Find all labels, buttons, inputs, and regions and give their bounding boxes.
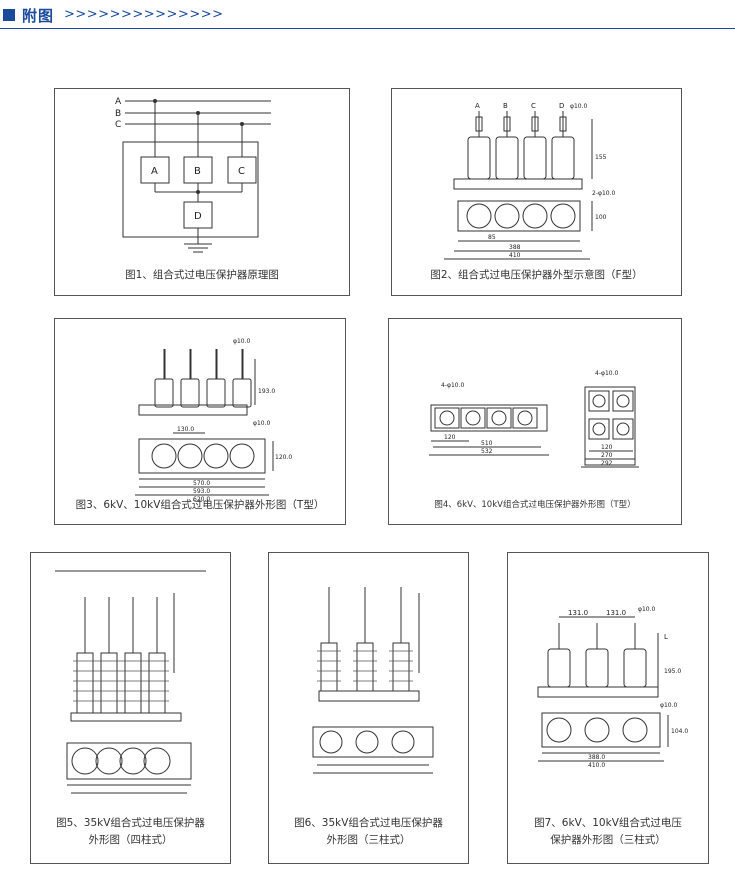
dim-dia: φ10.0 [233,338,251,345]
figure-7-caption-line2: 保护器外形图（三柱式） [550,834,666,846]
dim-height: 155 [595,154,607,161]
figure-5-caption-line1: 图5、35kV组合式过电压保护器 [56,817,205,829]
figure-1-drawing: A B C A B C D [115,97,271,253]
figure-3-drawing: φ10.0 193.0 φ10.0 130.0 120.0 570.0 593.… [135,338,292,503]
dim-len2: 410 [509,252,521,259]
figure-2-outline: A B C D φ10.0 155 2-φ10.0 100 85 388 410… [391,88,682,296]
dim-dia2: 4-φ10.0 [595,370,618,377]
section-header: 附图 >>>>>>>>>>>>>> [0,0,735,34]
dim-pitch: 85 [488,234,496,241]
figure-1-schematic: A B C A B C D 图1、组合式过电压保护器原理图 [54,88,350,296]
dim-len1: 510 [481,440,493,447]
dim-len2: 410.0 [588,762,605,769]
dim-width: 100 [595,214,607,221]
header-square-icon [3,9,15,21]
figure-6-caption-line1: 图6、35kV组合式过电压保护器 [294,817,443,829]
dim-w2: 120 [601,444,613,451]
figure-6-caption-line2: 外形图（三柱式） [326,834,411,846]
dim-pitch2: 131.0 [606,609,626,617]
header-divider [0,28,735,29]
dim-width: 120.0 [275,454,292,461]
dim-a: A [475,102,480,110]
figure-7-caption-line1: 图7、6kV、10kV组合式过电压 [534,817,682,829]
dim-len1: 388.0 [588,754,605,761]
dim-c: C [531,102,536,110]
figure-7-outline: 131.0 131.0 φ10.0 L 195.0 φ10.0 104.0 38… [507,552,709,864]
dim-len3: 270 [601,452,613,459]
line-b-label: B [115,109,121,119]
figure-4-outline: 4-φ10.0 120 510 532 4-φ10.0 120 270 292 … [388,318,682,525]
figure-3-outline: φ10.0 193.0 φ10.0 130.0 120.0 570.0 593.… [54,318,346,525]
dim-l: L [664,633,668,641]
dim-pitch: 130.0 [177,426,194,433]
dim-len4: 292 [601,460,613,467]
box-c-label: C [238,166,245,177]
dim-len2: 532 [481,448,493,455]
dim-len1: 388 [509,244,521,251]
section-title: 附图 [22,7,55,25]
dim-b: B [503,102,508,110]
dim-d: D [559,102,564,110]
figure-5-outline: 图5、35kV组合式过电压保护器 外形图（四柱式） [30,552,231,864]
figure-4-caption: 图4、6kV、10kV组合式过电压保护器外形图（T型） [434,500,636,510]
dim-len2: 593.0 [193,488,210,495]
dim-dia1: 4-φ10.0 [441,382,464,389]
figure-6-drawing [312,587,434,774]
figure-6-outline: 图6、35kV组合式过电压保护器 外形图（三柱式） [268,552,469,864]
dim-pitch1: 131.0 [568,609,588,617]
box-d-label: D [194,211,202,222]
dim-height: 195.0 [664,668,681,675]
figure-2-drawing: A B C D φ10.0 155 2-φ10.0 100 85 388 410 [444,102,615,260]
section-arrows: >>>>>>>>>>>>>> [64,7,224,22]
dim-dia2: φ10.0 [660,702,678,709]
line-c-label: C [115,120,121,130]
figure-5-caption-line2: 外形图（四柱式） [88,834,173,846]
dim-len3: 620.0 [193,496,210,503]
dim-dia: φ10.0 [570,103,588,110]
figure-4-drawing: 4-φ10.0 120 510 532 4-φ10.0 120 270 292 [429,370,639,468]
figure-3-caption: 图3、6kV、10kV组合式过电压保护器外形图（T型） [75,499,325,511]
dim-height: 193.0 [258,388,275,395]
line-a-label: A [115,97,122,107]
dim-dia: φ10.0 [638,606,656,613]
dim-dia2: φ10.0 [253,420,271,427]
figure-7-drawing: 131.0 131.0 φ10.0 L 195.0 φ10.0 104.0 38… [537,606,688,769]
figure-5-drawing [55,570,206,794]
dim-w1: 120 [444,434,456,441]
dim-len1: 570.0 [193,480,210,487]
dim-width: 104.0 [671,728,688,735]
box-a-label: A [151,166,158,177]
box-b-label: B [194,166,201,177]
figure-2-caption: 图2、组合式过电压保护器外型示意图（F型） [430,269,643,281]
figure-1-caption: 图1、组合式过电压保护器原理图 [125,269,279,281]
dim-dia2: 2-φ10.0 [592,190,615,197]
